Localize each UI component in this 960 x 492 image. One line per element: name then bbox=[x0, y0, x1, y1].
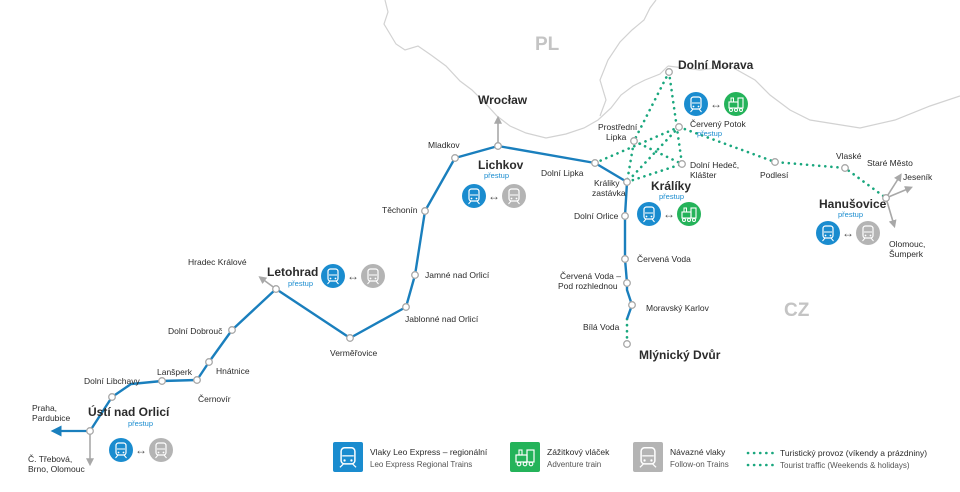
leo-express-train-icon-usti bbox=[109, 438, 133, 462]
station-cernovir: Černovír bbox=[198, 394, 231, 404]
station-vlaske: Vlaské bbox=[836, 151, 862, 161]
follow-on-train-icon-usti bbox=[149, 438, 173, 462]
station-letohrad: Letohrad bbox=[267, 265, 318, 279]
station-podlesi: Podlesí bbox=[760, 170, 789, 180]
border-north bbox=[599, 0, 657, 117]
station-bila-voda: Bílá Voda bbox=[583, 322, 620, 332]
svg-text:Zážitkový vláček: Zážitkový vláček bbox=[547, 447, 610, 457]
svg-text:Tourist traffic (Weekends & ho: Tourist traffic (Weekends & holidays) bbox=[780, 461, 910, 470]
transfer-label-letohrad: přestup bbox=[288, 279, 313, 288]
station-jesenik: Jeseník bbox=[903, 172, 933, 182]
border-east bbox=[667, 65, 960, 129]
border-west bbox=[383, 0, 669, 139]
station-praha-pardubice: Praha, Pardubice bbox=[32, 403, 71, 423]
station-olomouc-sumperk: Olomouc, Šumperk bbox=[889, 239, 928, 259]
country-label-cz: CZ bbox=[784, 300, 810, 321]
station-moravsky-karlov: Moravský Karlov bbox=[646, 303, 710, 313]
tourist-lines bbox=[593, 70, 888, 346]
legend-adventure-train: Zážitkový vláček Adventure train bbox=[510, 442, 610, 472]
transfer-arrow-cerveny-potok: ↔ bbox=[710, 97, 722, 111]
station-cervena-voda-pod-rozhlednou: Červená Voda – Pod rozhlednou bbox=[558, 271, 623, 291]
transfer-arrow-lichkov: ↔ bbox=[488, 189, 500, 203]
legend-follow-on-trains: Návazné vlaky Follow-on Trains bbox=[633, 442, 729, 472]
train-icon bbox=[339, 447, 357, 468]
route-to-olomouc-arrow bbox=[885, 197, 897, 229]
adventure-train-icon-cerveny-potok bbox=[724, 92, 748, 116]
station-dolni-libchavy: Dolní Libchavy bbox=[84, 376, 141, 386]
station-usti-nad-orlici: Ústí nad Orlicí bbox=[88, 404, 170, 419]
follow-on-train-icon-letohrad bbox=[361, 264, 385, 288]
station-stare-mesto: Staré Město bbox=[867, 158, 913, 168]
station-trebova-brno-olomouc: Č. Třebová, Brno, Olomouc bbox=[28, 454, 85, 474]
transfer-arrow-letohrad: ↔ bbox=[347, 269, 359, 283]
station-dolni-hedec: Dolní Hedeč, Klášter bbox=[690, 160, 742, 180]
station-hradec-kralove: Hradec Králové bbox=[188, 257, 247, 267]
leo-express-train-icon-kraliky bbox=[637, 202, 661, 226]
station-dolni-lipka: Dolní Lipka bbox=[541, 168, 584, 178]
station-prostredni-lipka: Prostřední Lipka bbox=[598, 122, 640, 142]
station-kraliky-zastavka: Králiky zastávka bbox=[592, 178, 626, 198]
station-mlynicky-dvur: Mlýnický Dvůr bbox=[639, 348, 721, 362]
station-markers bbox=[86, 68, 890, 435]
transfer-arrow-kraliky: ↔ bbox=[663, 207, 675, 221]
transfer-label-usti: přestup bbox=[128, 419, 153, 428]
legend: Vlaky Leo Express – regionální Leo Expre… bbox=[333, 442, 927, 472]
station-lansperk: Lanšperk bbox=[157, 367, 193, 377]
svg-text:Vlaky Leo Express – regionální: Vlaky Leo Express – regionální bbox=[370, 447, 488, 457]
station-vermerovice: Verměřovice bbox=[330, 348, 378, 358]
adventure-train-icon-kraliky bbox=[677, 202, 701, 226]
leo-express-train-icon-hanusovice bbox=[816, 221, 840, 245]
station-cervena-voda: Červená Voda bbox=[637, 254, 691, 264]
legend-leo-express: Vlaky Leo Express – regionální Leo Expre… bbox=[333, 442, 488, 472]
svg-text:Návazné vlaky: Návazné vlaky bbox=[670, 447, 726, 457]
transfer-arrow-hanusovice: ↔ bbox=[842, 226, 854, 240]
station-jablonne-nad-orlici: Jablonné nad Orlicí bbox=[405, 314, 479, 324]
route-to-jesenik-arrow bbox=[885, 186, 913, 199]
station-hanusovice: Hanušovice bbox=[819, 197, 887, 211]
station-dolni-orlice: Dolní Orlice bbox=[574, 211, 619, 221]
transfer-badges: ↔ ↔ ↔ ↔ ↔ ↔ bbox=[109, 92, 880, 462]
station-dolni-morava: Dolní Morava bbox=[678, 58, 754, 72]
station-dolni-dobrouc: Dolní Dobrouč bbox=[168, 326, 223, 336]
station-cerveny-potok: Červený Potok bbox=[690, 119, 746, 129]
transfer-arrow-usti: ↔ bbox=[135, 443, 147, 457]
leo-express-train-icon-cerveny-potok bbox=[684, 92, 708, 116]
station-mladkov: Mladkov bbox=[428, 140, 460, 150]
leo-express-train-icon-letohrad bbox=[321, 264, 345, 288]
station-hnatnice: Hnátnice bbox=[216, 366, 250, 376]
svg-text:Adventure train: Adventure train bbox=[547, 460, 601, 469]
country-label-pl: PL bbox=[535, 34, 560, 55]
legend-tourist-traffic: Turistický provoz (víkendy a prázdniny) … bbox=[746, 448, 927, 470]
follow-on-train-icon-hanusovice bbox=[856, 221, 880, 245]
transfer-label-lichkov: přestup bbox=[484, 171, 509, 180]
station-jamne-nad-orlici: Jamné nad Orlicí bbox=[425, 270, 490, 280]
leo-express-train-icon-lichkov bbox=[462, 184, 486, 208]
station-techonin: Těchonín bbox=[382, 205, 418, 215]
station-wroclaw: Wrocław bbox=[478, 93, 528, 107]
steam-train-icon bbox=[515, 449, 535, 467]
leo-express-line bbox=[88, 144, 634, 432]
svg-text:Leo Express Regional Trains: Leo Express Regional Trains bbox=[370, 460, 472, 469]
follow-on-train-icon-lichkov bbox=[502, 184, 526, 208]
transfer-label-kraliky: přestup bbox=[659, 192, 684, 201]
transfer-label-cerveny-potok: přestup bbox=[697, 129, 722, 138]
train-icon bbox=[639, 447, 657, 468]
station-kraliky: Králíky bbox=[651, 179, 691, 193]
route-to-stare-mesto-arrow bbox=[885, 173, 902, 199]
station-lichkov: Lichkov bbox=[478, 158, 524, 172]
transfer-label-hanusovice: přestup bbox=[838, 210, 863, 219]
svg-text:Follow-on Trains: Follow-on Trains bbox=[670, 460, 729, 469]
svg-text:Turistický provoz (víkendy a p: Turistický provoz (víkendy a prázdniny) bbox=[780, 448, 927, 458]
